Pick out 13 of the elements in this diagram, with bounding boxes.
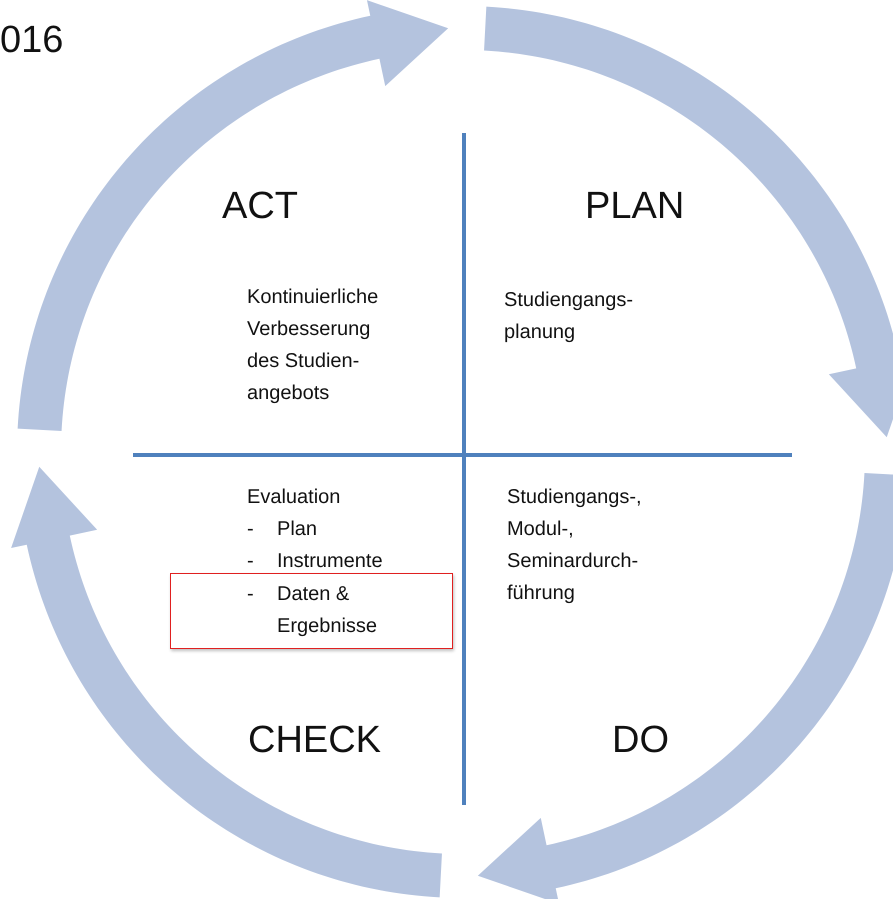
quadrant-text: Kontinuierliche Verbesserung des Studien- angebots <box>247 285 380 406</box>
quadrant-title: CHECK <box>248 718 382 762</box>
quadrant-title: PLAN <box>585 184 684 228</box>
highlight-box <box>170 573 453 649</box>
list-item: - Daten & Ergebnisse <box>247 582 378 639</box>
quadrant-title: DO <box>612 718 669 762</box>
quadrant-title: ACT <box>222 184 298 228</box>
quadrant-text: Studiengangs- planung <box>504 288 634 345</box>
list-item: - Plan <box>247 517 318 542</box>
quadrant-text: Studiengangs-, Modul-, Seminardurch- führung <box>507 485 643 606</box>
quadrant-heading: Evaluation <box>247 485 340 510</box>
year-label: 016 <box>0 18 64 62</box>
list-item: - Instrumente <box>247 549 384 574</box>
